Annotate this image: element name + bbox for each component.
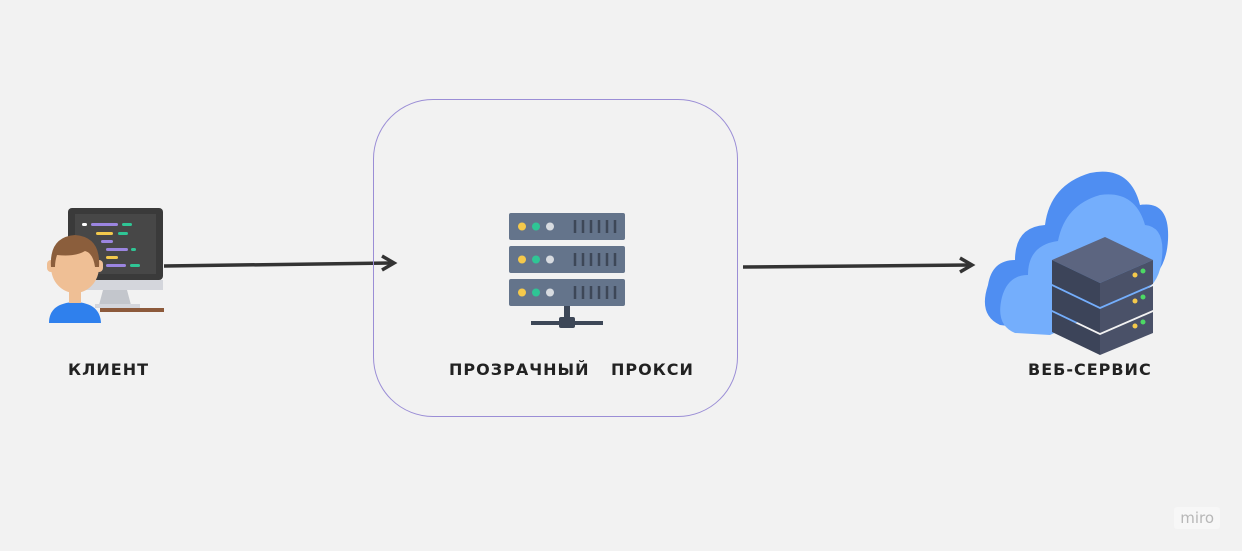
proxy-label-transparent: ПРОЗРАЧНЫЙ [449,360,590,379]
developer-at-computer-icon [47,208,164,323]
service-label: ВЕБ-СЕРВИС [1028,360,1152,379]
proxy-container [373,99,738,417]
client-label: КЛИЕНТ [68,360,149,379]
arrow-client-to-proxy [163,254,398,272]
server-rack-icon [509,213,625,328]
proxy-label-proxy: ПРОКСИ [611,360,694,379]
cloud-server-icon [984,171,1169,355]
arrow-proxy-to-service [742,256,976,274]
miro-watermark: miro [1174,507,1220,529]
